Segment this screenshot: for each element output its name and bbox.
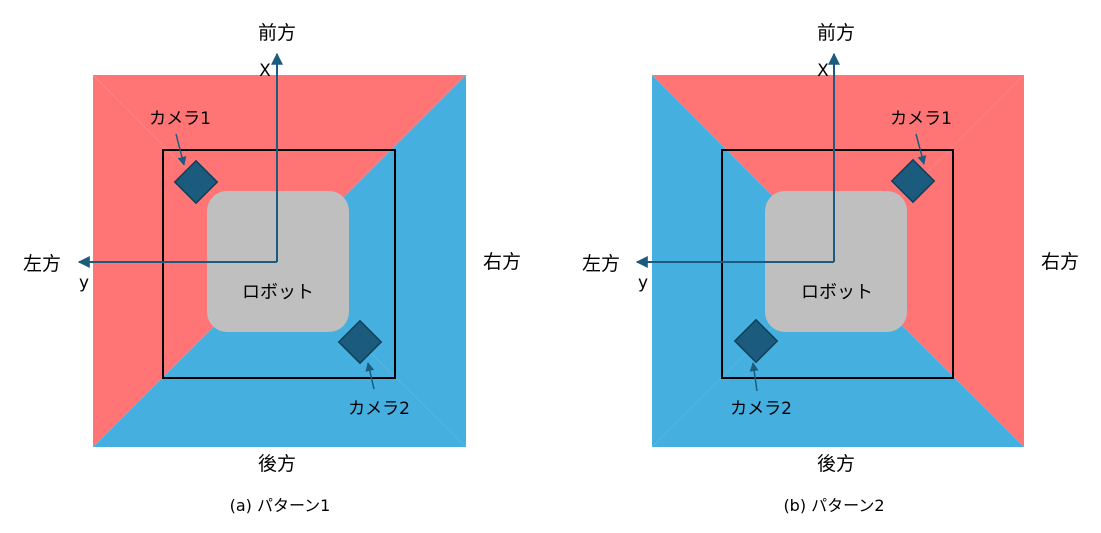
camera-2-pointer bbox=[749, 362, 759, 392]
panel-b-caption: (b) パターン2 bbox=[783, 496, 884, 515]
camera-1-pointer bbox=[175, 133, 187, 166]
label-back: 後方 bbox=[817, 453, 855, 475]
sensor-frame bbox=[721, 149, 954, 379]
label-front: 前方 bbox=[817, 22, 855, 44]
camera-2-label: カメラ2 bbox=[730, 399, 792, 419]
label-right: 右方 bbox=[1041, 251, 1079, 273]
camera-1-marker bbox=[890, 158, 936, 204]
robot-label: ロボット bbox=[801, 282, 873, 303]
camera-1-pointer bbox=[915, 133, 927, 165]
axis-y-label: y bbox=[79, 273, 89, 293]
zone-front bbox=[652, 75, 1024, 262]
camera-2-label: カメラ2 bbox=[348, 399, 410, 419]
zone-back bbox=[93, 262, 466, 447]
zone-front bbox=[93, 75, 466, 262]
camera-2-marker bbox=[337, 319, 383, 365]
panel-a-caption: (a) パターン1 bbox=[230, 496, 331, 515]
camera-1-label: カメラ1 bbox=[149, 109, 211, 129]
zone-right bbox=[279, 75, 466, 447]
camera-1-marker bbox=[173, 159, 219, 205]
camera-2-pointer bbox=[365, 362, 375, 390]
sensor-frame bbox=[162, 149, 396, 379]
robot-body bbox=[765, 191, 907, 332]
robot-label: ロボット bbox=[242, 282, 314, 303]
panel-b: 前方 後方 左方 右方 X y ロボット カメラ1 カメラ2 (b) パターン2 bbox=[582, 22, 1079, 515]
camera-1-label: カメラ1 bbox=[890, 109, 952, 129]
label-left: 左方 bbox=[23, 253, 61, 275]
axis-y-label: y bbox=[638, 273, 648, 293]
panel-a: 前方 後方 左方 右方 X y ロボット カメラ1 カメラ2 (a) パターン1 bbox=[23, 22, 521, 515]
zone-back bbox=[652, 262, 1024, 447]
axis-x-label: X bbox=[259, 61, 271, 81]
camera-2-marker bbox=[733, 318, 779, 364]
zone-right bbox=[838, 75, 1024, 447]
label-left: 左方 bbox=[582, 253, 620, 275]
label-back: 後方 bbox=[258, 453, 296, 475]
label-right: 右方 bbox=[483, 251, 521, 273]
axis-x-label: X bbox=[817, 61, 829, 81]
label-front: 前方 bbox=[258, 22, 296, 44]
